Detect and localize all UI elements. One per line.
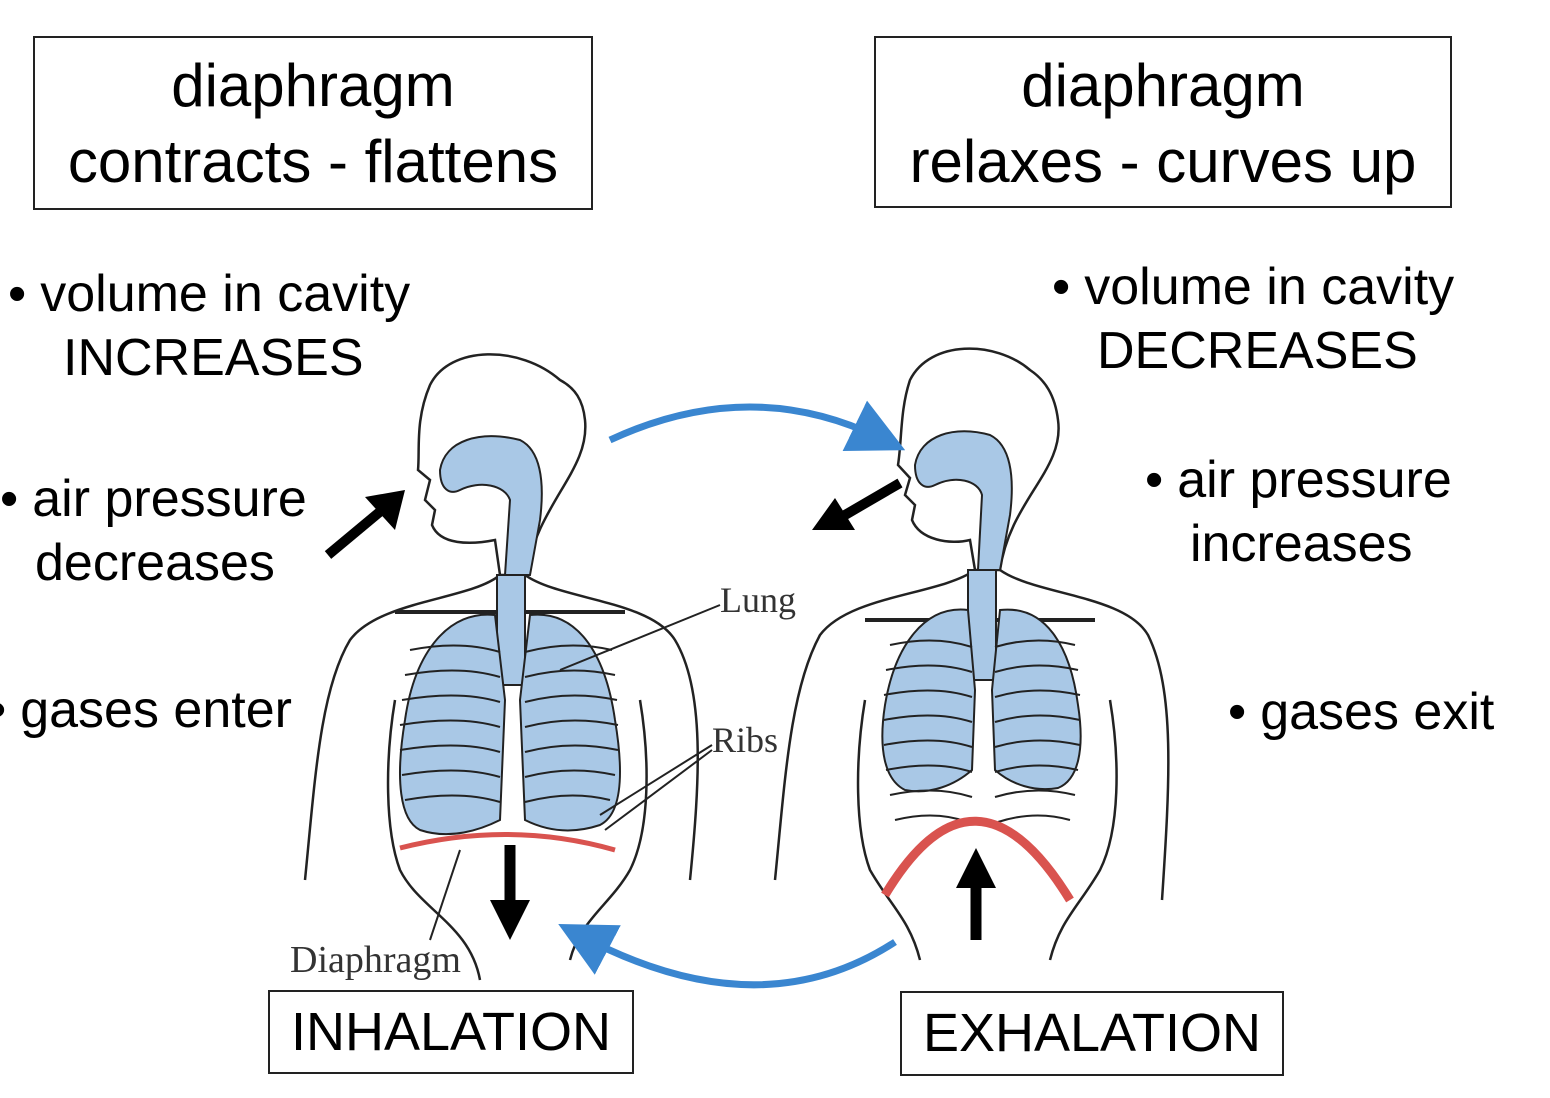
- inhalation-lung-left: [399, 613, 507, 836]
- exhalation-diaphragm-up-arrow: [956, 848, 996, 940]
- bullet-marker: •: [1228, 683, 1247, 741]
- bullet-marker: •: [1145, 451, 1164, 509]
- exhalation-lung-left: [881, 608, 977, 793]
- cycle-arrow-bottom: [558, 923, 897, 989]
- inhalation-air-in-arrow: [324, 490, 405, 559]
- exhalation-volume-line2: DECREASES: [1097, 322, 1418, 380]
- exhalation-air-out-arrow: [812, 478, 903, 530]
- exhalation-heading: diaphragm relaxes - curves up: [874, 36, 1452, 208]
- inhalation-heading-line2: contracts - flattens: [67, 128, 559, 195]
- cycle-arrow-top: [608, 400, 906, 452]
- inhalation-lung-right: [518, 613, 621, 832]
- exhalation-heading-line2: relaxes - curves up: [909, 128, 1417, 195]
- lung-label: Lung: [720, 580, 796, 620]
- exhalation-label-text: EXHALATION: [922, 1003, 1262, 1063]
- exhalation-gases-point: •gases exit: [1228, 680, 1494, 744]
- inhalation-volume-line2: INCREASES: [63, 329, 364, 387]
- bullet-marker: •: [8, 265, 27, 323]
- exhalation-diaphragm: [881, 816, 1074, 903]
- exhalation-airway: [913, 430, 1013, 571]
- lung-label-line: [559, 604, 721, 671]
- inhalation-heading-line1: diaphragm: [171, 52, 455, 119]
- inhalation-volume-line1: volume in cavity: [40, 265, 411, 323]
- inhalation-heading: diaphragm contracts - flattens: [33, 36, 593, 210]
- ribs-label-line: [599, 744, 713, 831]
- exhalation-torso-outline: [773, 568, 976, 881]
- exhalation-head-outline: [896, 347, 1060, 572]
- inhalation-pressure-point: •air pressure decreases: [0, 467, 307, 595]
- exhalation-volume-point: •volume in cavity DECREASES: [1052, 255, 1454, 383]
- exhalation-heading-line1: diaphragm: [1021, 52, 1305, 119]
- bullet-marker: •: [0, 470, 19, 528]
- inhalation-airway: [438, 435, 543, 576]
- inhalation-ribs: [399, 644, 619, 803]
- exhalation-pressure-point: •air pressure increases: [1145, 448, 1452, 576]
- diaphragm-label: Diaphragm: [290, 939, 461, 981]
- exhalation-figure: [773, 347, 1170, 961]
- inhalation-pressure-line2: decreases: [35, 534, 275, 592]
- exhalation-pressure-line2: increases: [1190, 515, 1413, 573]
- inhalation-head-outline: [416, 353, 587, 577]
- inhalation-diaphragm-down-arrow: [490, 845, 530, 940]
- inhalation-gases-line1: gases enter: [20, 681, 292, 739]
- inhalation-gases-point: •gases enter: [0, 678, 292, 742]
- exhalation-gases-line1: gases exit: [1260, 683, 1495, 741]
- inhalation-pressure-line1: air pressure: [32, 470, 307, 528]
- exhalation-lung-right: [990, 608, 1082, 791]
- inhalation-label-text: INHALATION: [290, 1002, 612, 1062]
- bullet-marker: •: [0, 681, 6, 739]
- exhalation-pressure-line1: air pressure: [1177, 451, 1452, 509]
- exhalation-label: EXHALATION: [900, 991, 1284, 1076]
- inhalation-torso-outline: [303, 574, 501, 881]
- exhalation-ribs: [883, 639, 1081, 823]
- inhalation-diaphragm: [399, 831, 616, 853]
- inhalation-volume-point: •volume in cavity INCREASES: [8, 262, 410, 390]
- ribs-label: Ribs: [712, 720, 778, 760]
- exhalation-trachea: [967, 569, 997, 681]
- bullet-marker: •: [1052, 258, 1071, 316]
- diaphragm-label-line: [429, 849, 461, 941]
- inhalation-label: INHALATION: [268, 990, 634, 1074]
- exhalation-volume-line1: volume in cavity: [1084, 258, 1455, 316]
